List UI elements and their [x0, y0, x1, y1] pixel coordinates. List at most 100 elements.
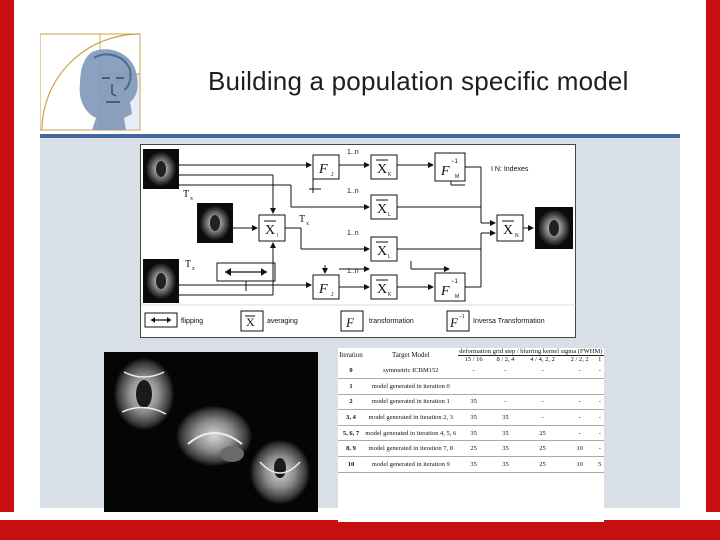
average-xl-bottom-box: X L: [371, 237, 397, 261]
table-row: 3, 4 model generated in iteration 2, 3 3…: [338, 410, 604, 426]
sub-header: 8 / 2, 4: [490, 356, 522, 364]
cell-value: 25: [521, 457, 563, 473]
index-note: I N: Indexes: [491, 166, 529, 173]
sub-header: 15 / 16: [458, 356, 490, 364]
cell-value: [490, 379, 522, 395]
cell-value: -: [564, 410, 596, 426]
svg-text:Inversa Transformation: Inversa Transformation: [473, 318, 545, 325]
cell-value: 10: [564, 441, 596, 457]
brain-scan-input-3: [143, 259, 179, 303]
iter-label-2: 1..n: [347, 188, 359, 195]
cell-value: [564, 379, 596, 395]
average-xl-top-box: X L: [371, 195, 397, 219]
cell-value: 5: [596, 457, 604, 473]
cell-value: [458, 379, 490, 395]
col-header-iteration: Iteration: [338, 348, 364, 363]
golden-spiral-bust-logo: [40, 32, 164, 132]
svg-text:N: N: [515, 233, 519, 239]
average-xk-bottom-box: X K: [371, 275, 397, 299]
col-header-target-model: Target Model: [364, 348, 458, 363]
svg-text:F: F: [318, 282, 328, 297]
svg-text:F: F: [318, 162, 328, 177]
cell-value: -: [458, 363, 490, 379]
average-xi-box: X I: [259, 215, 285, 241]
cell-value: 35: [490, 441, 522, 457]
cell-value: -: [596, 363, 604, 379]
slide: Building a population specific model: [40, 30, 680, 508]
svg-text:X: X: [377, 244, 387, 259]
pipeline-diagram-svg: T x T x T z F J X K F −1 M: [141, 145, 577, 339]
tx-sub-1: x: [190, 196, 193, 202]
cell-target: model generated in iteration 4, 5, 6: [364, 425, 458, 441]
tz-sub: z: [192, 266, 195, 272]
sub-header: 1: [596, 356, 604, 364]
cell-value: -: [521, 410, 563, 426]
cell-value: 10: [564, 457, 596, 473]
cell-value: -: [596, 425, 604, 441]
svg-text:F: F: [440, 284, 450, 299]
inverse-fm-top-box: F −1 M: [435, 153, 465, 181]
red-frame-left: [0, 0, 14, 540]
cell-value: -: [564, 363, 596, 379]
cell-target: model generated in iteration 1: [364, 394, 458, 410]
cell-iteration: 3, 4: [338, 410, 364, 426]
cell-value: 35: [458, 457, 490, 473]
cell-target: model generated in iteration 7, 8: [364, 441, 458, 457]
cell-target: symmetric ICBM152: [364, 363, 458, 379]
svg-text:flipping: flipping: [181, 318, 203, 325]
iteration-parameters-table: Iteration Target Model deformation grid …: [338, 348, 604, 522]
svg-text:averaging: averaging: [267, 318, 298, 325]
cell-value: 35: [490, 457, 522, 473]
cell-value: -: [564, 425, 596, 441]
brain-scan-input-1: [143, 149, 179, 189]
red-frame-right: [706, 0, 720, 540]
legend-transformation: F transformation: [341, 311, 414, 331]
sub-header: 2 / 2, 2: [564, 356, 596, 364]
cell-value: [521, 379, 563, 395]
svg-text:M: M: [455, 174, 459, 180]
cell-value: [596, 379, 604, 395]
cell-value: 35: [490, 425, 522, 441]
svg-text:−1: −1: [451, 279, 459, 285]
legend-flipping: flipping: [145, 313, 203, 327]
cell-value: -: [596, 441, 604, 457]
table-row: 10 model generated in iteration 9 35 35 …: [338, 457, 604, 473]
cell-value: 35: [490, 410, 522, 426]
average-xk-top-box: X K: [371, 155, 397, 179]
legend-averaging: X averaging: [241, 311, 298, 331]
cell-value: 25: [521, 425, 563, 441]
iter-label-3: 1..n: [347, 230, 359, 237]
cell-value: 35: [458, 394, 490, 410]
coronal-brain-view: [250, 440, 310, 504]
iter-label-1: 1..n: [347, 149, 359, 156]
svg-text:L: L: [388, 212, 391, 218]
svg-text:−1: −1: [459, 314, 465, 320]
brain-scan-output: [535, 207, 573, 249]
tx-label-1: T: [183, 189, 189, 200]
cell-value: 25: [458, 441, 490, 457]
brain-views-svg: [104, 352, 318, 512]
tx-label-2: T: [299, 214, 305, 225]
cell-value: -: [596, 410, 604, 426]
cell-iteration: 0: [338, 363, 364, 379]
cell-iteration: 2: [338, 394, 364, 410]
col-header-group: deformation grid step / blurring kernel …: [458, 348, 604, 356]
iteration-table: Iteration Target Model deformation grid …: [338, 348, 604, 473]
table-row: 0 symmetric ICBM152 - - - - -: [338, 363, 604, 379]
cell-value: -: [490, 363, 522, 379]
cell-iteration: 1: [338, 379, 364, 395]
brain-scan-input-2: [197, 203, 233, 243]
svg-text:F: F: [449, 315, 459, 330]
svg-text:X: X: [377, 162, 387, 177]
table-row: 8, 9 model generated in iteration 7, 8 2…: [338, 441, 604, 457]
svg-text:transformation: transformation: [369, 318, 414, 325]
svg-text:X: X: [265, 223, 275, 238]
svg-text:X: X: [503, 223, 513, 238]
transform-fj-top-box: F J: [313, 155, 339, 179]
cell-target: model generated in iteration 9: [364, 457, 458, 473]
svg-text:M: M: [455, 294, 459, 300]
svg-text:L: L: [388, 254, 391, 260]
cell-iteration: 10: [338, 457, 364, 473]
cell-value: -: [596, 394, 604, 410]
legend-inverse-transformation: F −1 Inversa Transformation: [447, 311, 545, 331]
